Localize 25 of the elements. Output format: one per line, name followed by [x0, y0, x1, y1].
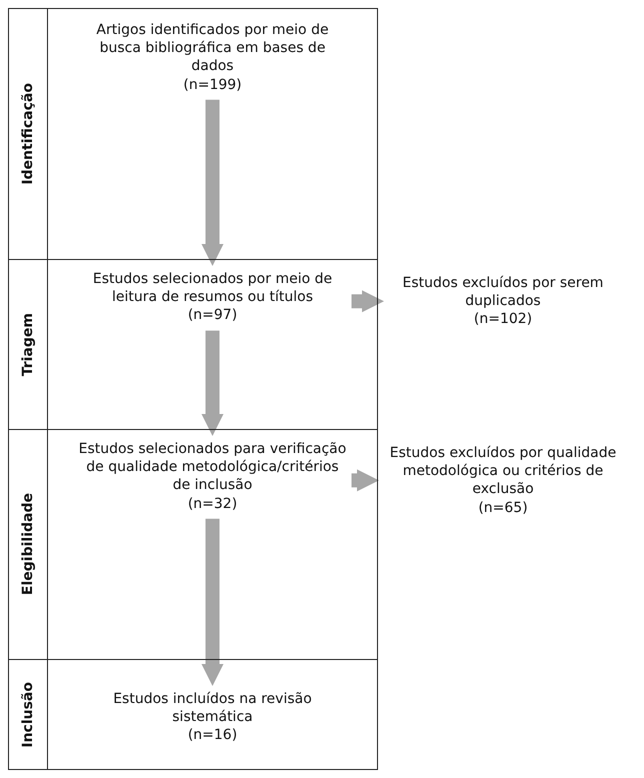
block-arrow: [202, 330, 224, 436]
count-text: (n=32): [188, 494, 238, 513]
step-text: Estudos excluídos por serem duplicados: [402, 274, 604, 310]
step-text: Estudos selecionados para verificação de qualidade metodológica/critérios de inclusão: [78, 440, 348, 495]
block-arrow: [202, 518, 224, 686]
step-text: Estudos selecionados por meio de leitura de resumos ou títulos: [92, 270, 334, 306]
count-text: (n=97): [188, 306, 238, 325]
stage-cell: [8, 260, 48, 430]
step-text: Artigos identificados por meio de busca bibliográfica em bases de dados: [95, 21, 330, 76]
step-text: Estudos excluídos por qualidade metodológica ou critérios de exclusão: [388, 444, 618, 499]
stage-cell: [8, 430, 48, 660]
step-text: Estudos incluídos na revisão sistemática: [112, 690, 313, 726]
stage-label: Inclusão: [20, 682, 36, 748]
block-arrow: [352, 469, 379, 492]
stage-label: Triagem: [20, 312, 36, 376]
count-text: (n=65): [478, 498, 528, 517]
stage-cell: [8, 8, 48, 260]
stage-cell: [8, 660, 48, 770]
count-text: (n=16): [188, 726, 238, 745]
count-text: (n=102): [474, 310, 532, 329]
stage-label: Elegibilidade: [20, 493, 36, 596]
stage-label: Identificação: [20, 83, 36, 185]
block-arrow: [202, 100, 224, 266]
count-text: (n=199): [183, 76, 242, 94]
block-arrow: [352, 290, 384, 312]
